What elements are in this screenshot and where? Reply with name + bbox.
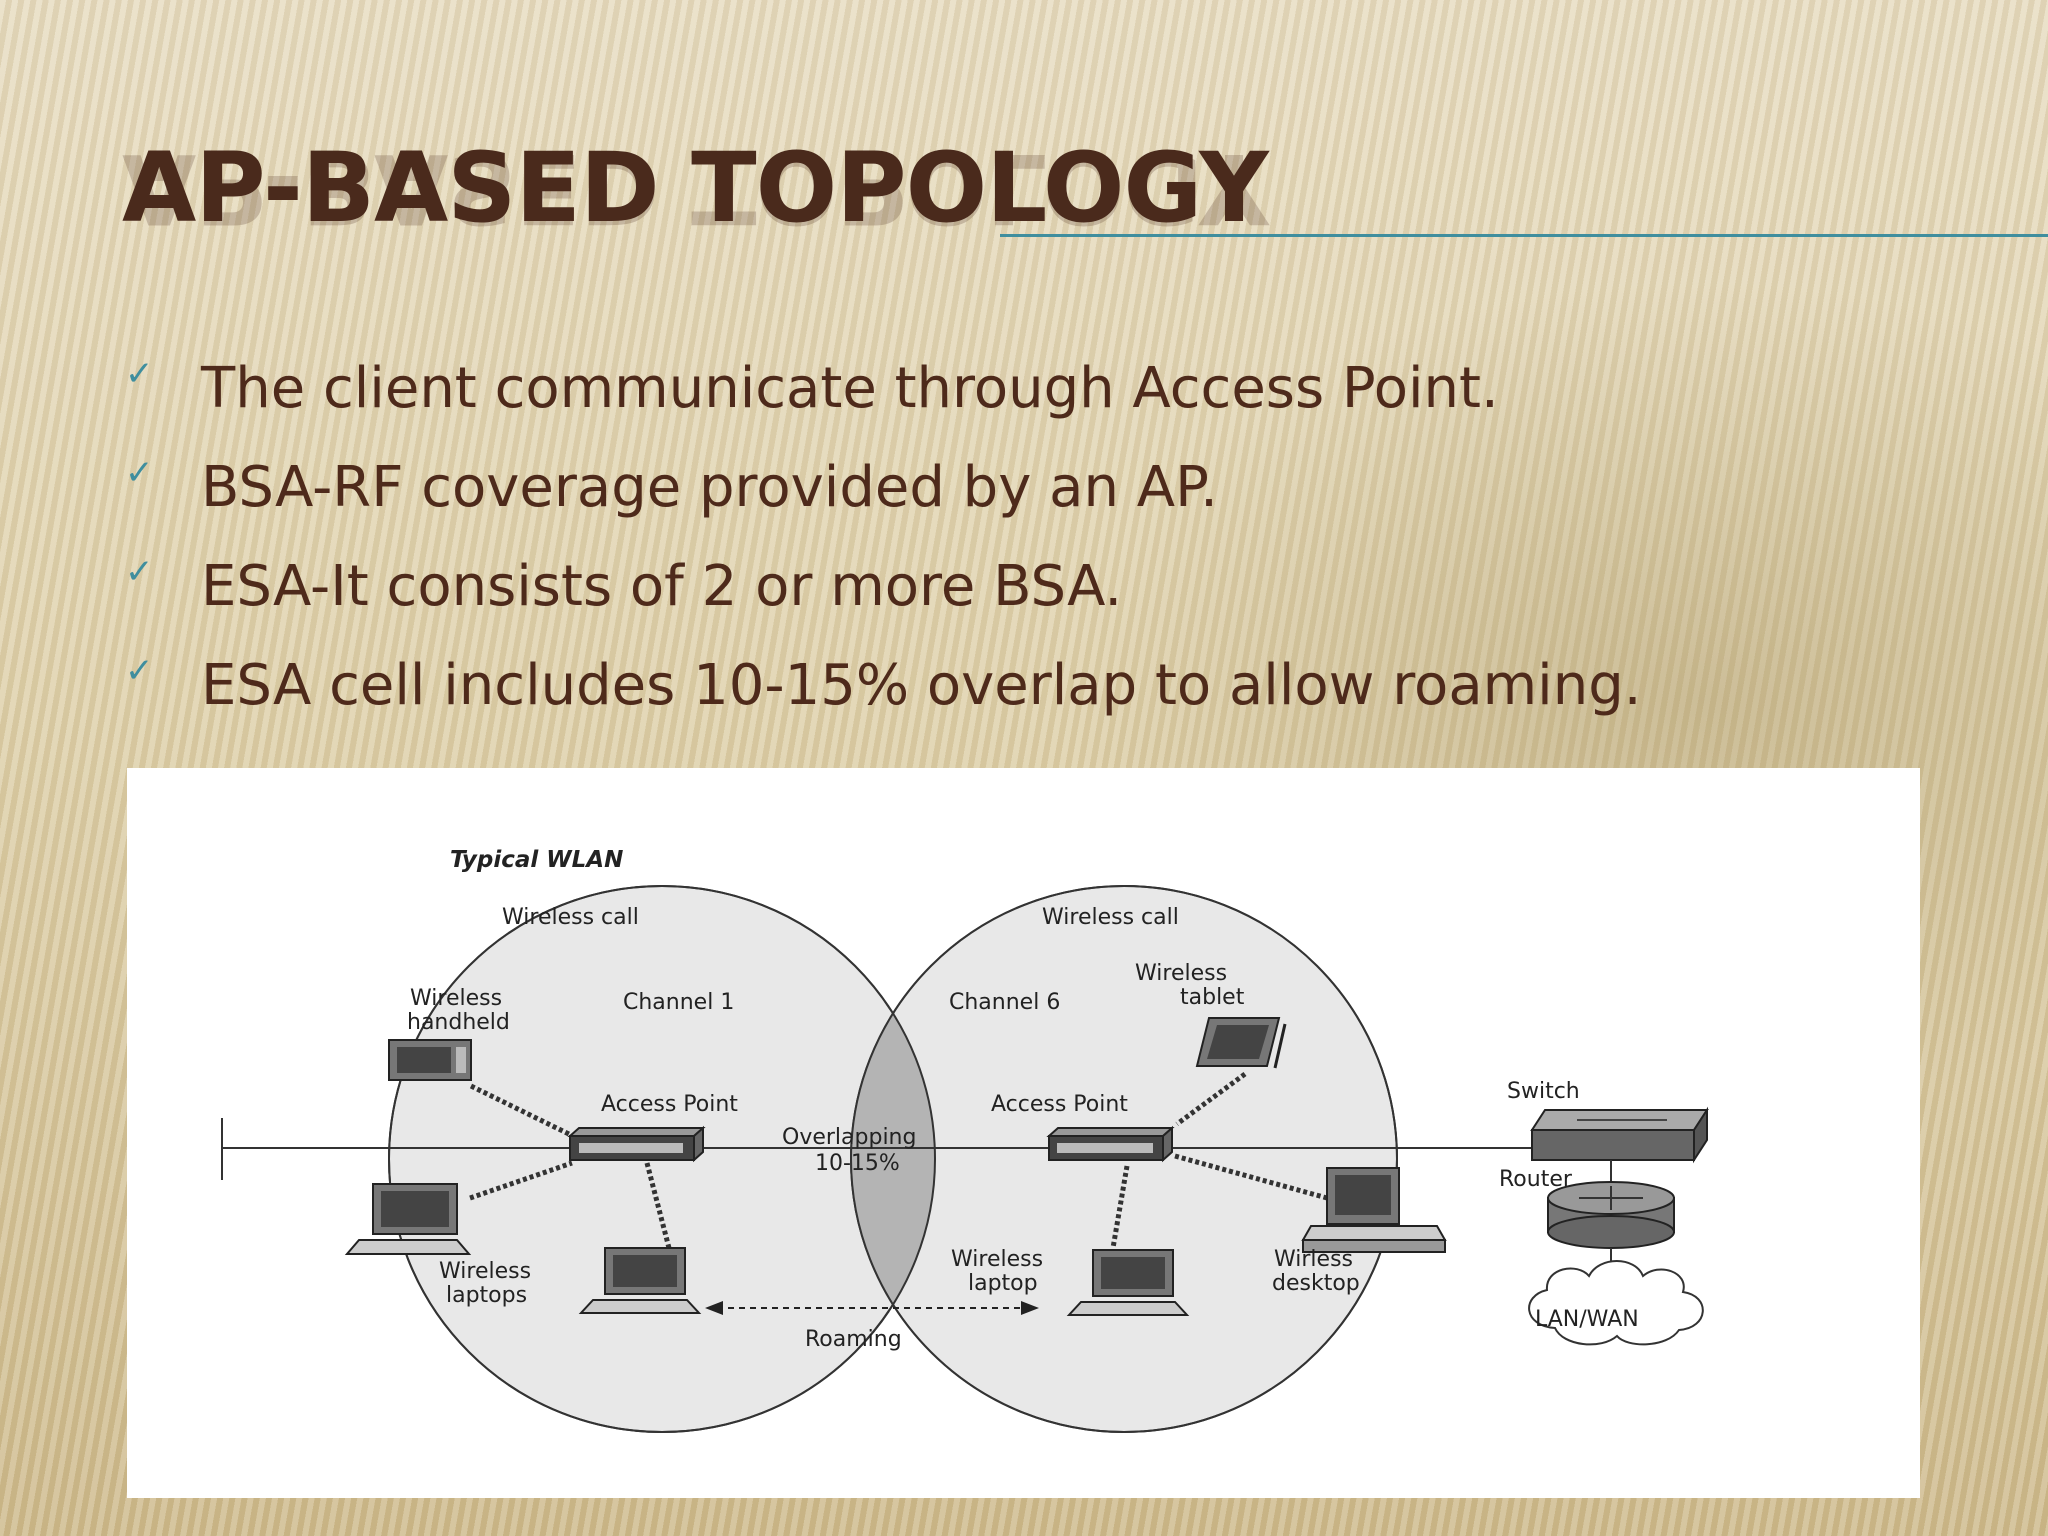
access-point-icon bbox=[1046, 1125, 1175, 1163]
left-ap-label: Access Point bbox=[601, 1092, 738, 1117]
overlap-label: Overlapping bbox=[782, 1125, 916, 1150]
access-point-icon bbox=[567, 1125, 706, 1163]
wireless-link bbox=[469, 1160, 573, 1201]
desktop-label: Wirless bbox=[1274, 1247, 1353, 1272]
bullet-item: ✓ ESA-It consists of 2 or more BSA. bbox=[125, 550, 1642, 649]
handheld-label: handheld bbox=[407, 1010, 510, 1035]
left-channel-label: Channel 1 bbox=[623, 990, 734, 1015]
checkmark-icon: ✓ bbox=[125, 552, 154, 592]
switch-icon bbox=[1530, 1106, 1709, 1164]
bullet-list: ✓ The client communicate through Access … bbox=[125, 352, 1642, 748]
laptop-icon bbox=[344, 1183, 472, 1255]
bullet-item: ✓ The client communicate through Access … bbox=[125, 352, 1642, 451]
wireless-link bbox=[469, 1083, 579, 1141]
laptops-label: laptops bbox=[446, 1283, 527, 1308]
tablet-icon bbox=[1195, 1017, 1287, 1069]
tablet-label: tablet bbox=[1180, 985, 1245, 1010]
wlan-diagram: Typical WLAN Wireless call Wireless call… bbox=[127, 768, 1920, 1498]
lanwan-label: LAN/WAN bbox=[1535, 1307, 1639, 1332]
wireless-link bbox=[644, 1162, 672, 1249]
tablet-label: Wireless bbox=[1135, 961, 1227, 986]
bullet-text: The client communicate through Access Po… bbox=[201, 356, 1499, 421]
bullet-item: ✓ ESA cell includes 10-15% overlap to al… bbox=[125, 649, 1642, 748]
bullet-item: ✓ BSA-RF coverage provided by an AP. bbox=[125, 451, 1642, 550]
laptops-label: Wireless bbox=[439, 1259, 531, 1284]
right-channel-label: Channel 6 bbox=[949, 990, 1060, 1015]
roaming-label: Roaming bbox=[805, 1327, 902, 1352]
switch-label: Switch bbox=[1507, 1079, 1580, 1104]
router-icon bbox=[1547, 1181, 1675, 1249]
checkmark-icon: ✓ bbox=[125, 651, 154, 691]
roaming-arrow bbox=[705, 1301, 1039, 1315]
desktop-label: desktop bbox=[1272, 1271, 1360, 1296]
right-ap-label: Access Point bbox=[991, 1092, 1128, 1117]
laptop-label: laptop bbox=[968, 1271, 1038, 1296]
wireless-link bbox=[1174, 1153, 1328, 1201]
overlap-label: 10-15% bbox=[815, 1151, 900, 1176]
laptop-label: Wireless bbox=[951, 1247, 1043, 1272]
diagram-title: Typical WLAN bbox=[450, 847, 623, 873]
desktop-icon bbox=[1301, 1167, 1447, 1253]
slide-title: AP-BASED TOPOLOGY bbox=[122, 132, 1269, 244]
checkmark-icon: ✓ bbox=[125, 354, 154, 394]
right-cell-label: Wireless call bbox=[1042, 905, 1179, 930]
left-cell-label: Wireless call bbox=[502, 905, 639, 930]
wireless-link bbox=[1175, 1071, 1247, 1127]
bullet-text: ESA cell includes 10-15% overlap to allo… bbox=[201, 653, 1642, 718]
handheld-label: Wireless bbox=[410, 986, 502, 1011]
bullet-text: ESA-It consists of 2 or more BSA. bbox=[201, 554, 1123, 619]
laptop-icon bbox=[578, 1247, 702, 1314]
checkmark-icon: ✓ bbox=[125, 453, 154, 493]
cloud-icon bbox=[1528, 1260, 1704, 1346]
bullet-text: BSA-RF coverage provided by an AP. bbox=[201, 455, 1218, 520]
title-underline bbox=[1000, 234, 2048, 237]
laptop-icon bbox=[1066, 1249, 1190, 1316]
handheld-icon bbox=[388, 1039, 472, 1081]
